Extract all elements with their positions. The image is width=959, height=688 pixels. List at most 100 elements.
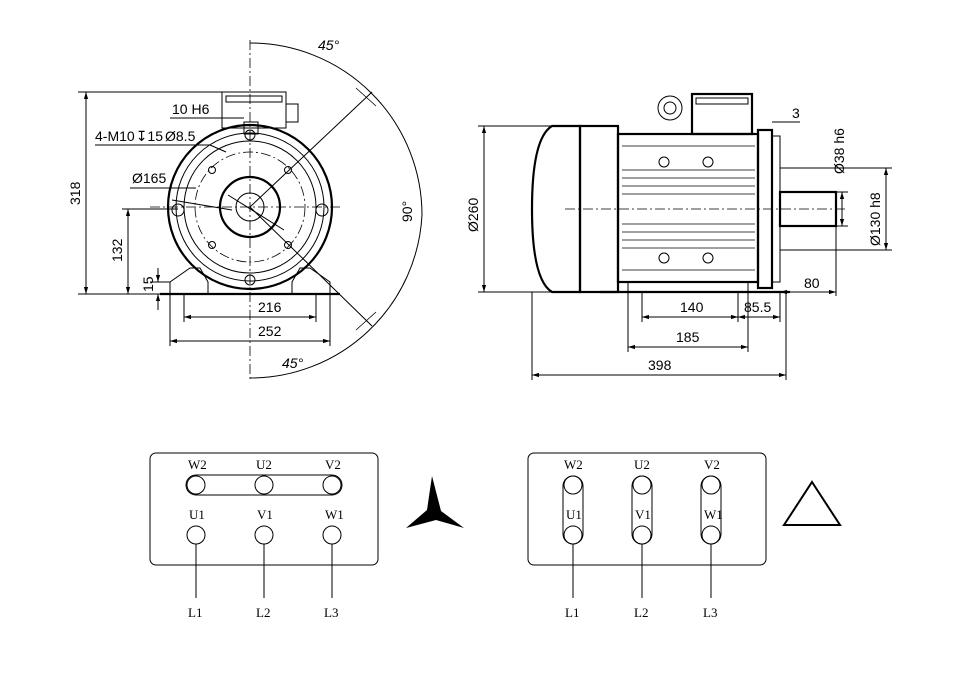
overall-length-label: 398 [648, 357, 672, 373]
front-shaft-circle [235, 192, 265, 222]
angle-ray-upper [249, 91, 373, 208]
foot-spacing-label: 216 [258, 299, 282, 315]
front-cable-gland [285, 103, 299, 123]
lug-bottom [244, 274, 256, 286]
star-label-w1: W1 [325, 507, 344, 522]
delta-label-u1: U1 [566, 507, 582, 522]
star-terminal-w1 [322, 525, 342, 545]
foot-width-label: 252 [258, 323, 282, 339]
star-line-l3: L3 [324, 605, 338, 620]
hole-4 [284, 241, 292, 249]
front-terminal-box [221, 91, 287, 129]
front-outer-circle [166, 123, 334, 291]
star-terminal-u2 [254, 475, 274, 495]
front-keyway-block [243, 121, 259, 135]
angle-arc [249, 42, 423, 379]
front-terminal-box-lid [225, 95, 283, 103]
star-label-v2: V2 [325, 457, 341, 472]
foot-to-flange-label: 85.5 [744, 299, 771, 315]
foot-holes-label: 140 [680, 299, 704, 315]
front-spigot-circle [218, 175, 282, 239]
star-bridge-bar [185, 474, 343, 496]
delta-terminal-w2 [563, 475, 583, 495]
cooling-fins [622, 145, 755, 271]
star-line-l2: L2 [256, 605, 270, 620]
angle-bottom-label: 45° [282, 355, 304, 371]
delta-terminal-board [527, 452, 767, 566]
star-label-v1: V1 [257, 507, 273, 522]
delta-terminal-v1 [632, 525, 652, 545]
front-pcd-circle [194, 151, 306, 263]
lug-top [244, 129, 256, 141]
side-bolt-4 [702, 252, 714, 264]
keyway-label: 10 H6 [172, 101, 210, 117]
hole-1 [208, 166, 216, 174]
angle-tick-upper [355, 87, 377, 107]
pcd-label: Ø165 [132, 170, 166, 186]
star-terminal-u1 [186, 525, 206, 545]
foot-length-label: 185 [676, 329, 700, 345]
delta-line-l2: L2 [634, 605, 648, 620]
delta-label-v2: V2 [704, 457, 720, 472]
delta-terminal-u2 [632, 475, 652, 495]
shaft [778, 190, 838, 228]
delta-label-w1: W1 [704, 507, 723, 522]
star-label-u1: U1 [189, 507, 205, 522]
lifting-eye [657, 95, 683, 121]
angle-ray-lower [249, 206, 373, 327]
star-terminal-v1 [254, 525, 274, 545]
shaft-height-label: 132 [109, 238, 125, 262]
side-bolt-3 [658, 252, 670, 264]
star-label-w2: W2 [188, 457, 207, 472]
lifting-eye-hole [663, 101, 677, 115]
delta-terminal-w1 [701, 525, 721, 545]
hole-2 [284, 166, 292, 174]
delta-line-l1: L1 [565, 605, 579, 620]
star-terminal-w2 [186, 475, 206, 495]
lug-left [171, 203, 185, 217]
hole-3 [208, 241, 216, 249]
delta-terminal-u1 [563, 525, 583, 545]
star-label-u2: U2 [256, 457, 272, 472]
delta-label-w2: W2 [564, 457, 583, 472]
front-inner-circle [183, 140, 317, 274]
delta-label-v1: V1 [635, 507, 651, 522]
side-terminal-lid [695, 97, 749, 105]
front-foot-right [291, 267, 331, 295]
lug-right [315, 203, 329, 217]
body-dia-label: Ø260 [465, 198, 481, 232]
delta-symbol-icon [782, 480, 842, 526]
star-connection-diagram: W2 U2 V2 U1 V1 W1 L1 L2 L3 [149, 452, 379, 620]
side-bolt-1 [658, 156, 670, 168]
delta-label-u2: U2 [634, 457, 650, 472]
side-view: Ø260 3 Ø38 h6 Ø130 h8 80 140 85.5 185 [465, 92, 892, 380]
delta-terminal-v2 [701, 475, 721, 495]
front-foot-left [169, 267, 209, 295]
side-feet [627, 281, 749, 293]
front-view: 45° 45° 90° [67, 37, 423, 380]
front-holes [171, 129, 329, 286]
side-terminal-box [690, 92, 754, 136]
spigot-dia-label: Ø130 h8 [867, 192, 883, 246]
star-symbol-icon [406, 476, 464, 528]
front-fin-circle [175, 132, 325, 282]
angle-side-label: 90° [399, 201, 415, 222]
pcd-leader [227, 194, 285, 231]
foot-thickness-label: 15 [140, 276, 156, 292]
pcd-diameter-line [171, 199, 233, 211]
holes-leader-tip [209, 144, 227, 153]
side-bolt-2 [702, 156, 714, 168]
shaft-length-label: 80 [804, 275, 820, 291]
shaft-dia-label: Ø38 h6 [831, 128, 847, 174]
fan-cover [530, 124, 582, 294]
delta-line-l3: L3 [703, 605, 717, 620]
angle-tick-lower [355, 311, 377, 331]
delta-connection-diagram: W2 U2 V2 U1 V1 W1 L1 L2 L3 [527, 452, 767, 620]
star-terminal-v2 [322, 475, 342, 495]
finned-body [616, 132, 760, 284]
star-line-l1: L1 [188, 605, 202, 620]
angle-top-label: 45° [318, 37, 340, 53]
